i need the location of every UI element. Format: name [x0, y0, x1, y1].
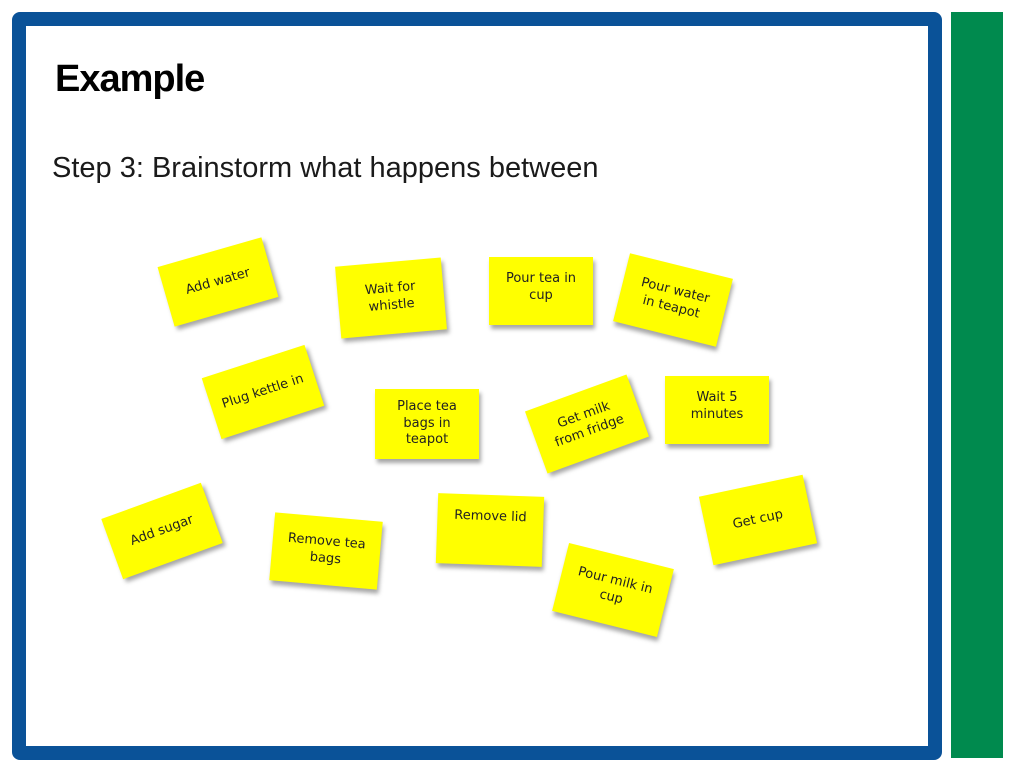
sticky-note-wait-5-minutes[interactable]: Wait 5 minutes [665, 376, 769, 444]
sticky-note-remove-tea-bags[interactable]: Remove tea bags [269, 512, 383, 590]
side-accent-bar [951, 12, 1003, 758]
slide-frame [12, 12, 942, 760]
sticky-note-label: Remove tea bags [287, 530, 367, 568]
sticky-note-pour-tea-in-cup[interactable]: Pour tea in cup [489, 257, 593, 325]
sticky-note-label: Add sugar [128, 511, 196, 549]
sticky-note-label: Pour milk in cup [576, 564, 655, 608]
sticky-note-label: Place tea bags in teapot [397, 398, 457, 448]
sticky-note-label: Get milk from fridge [552, 398, 627, 451]
sticky-note-label: Get cup [731, 506, 785, 532]
sticky-note-label: Plug kettle in [219, 370, 306, 412]
sticky-note-remove-lid[interactable]: Remove lid [435, 493, 545, 567]
sticky-note-label: Wait 5 minutes [690, 390, 744, 422]
sticky-note-label: Pour tea in cup [505, 271, 577, 303]
slide-title: Example [55, 58, 205, 100]
sticky-note-label: Pour water in teapot [639, 275, 712, 322]
sticky-note-label: Add water [183, 264, 252, 298]
sticky-note-wait-for-whistle[interactable]: Wait for whistle [335, 257, 447, 339]
sticky-note-place-tea-bags-in-teapot[interactable]: Place tea bags in teapot [375, 389, 479, 459]
slide-subtitle: Step 3: Brainstorm what happens between [52, 152, 599, 184]
sticky-note-label: Remove lid [454, 507, 527, 526]
sticky-note-label: Wait for whistle [364, 278, 417, 315]
